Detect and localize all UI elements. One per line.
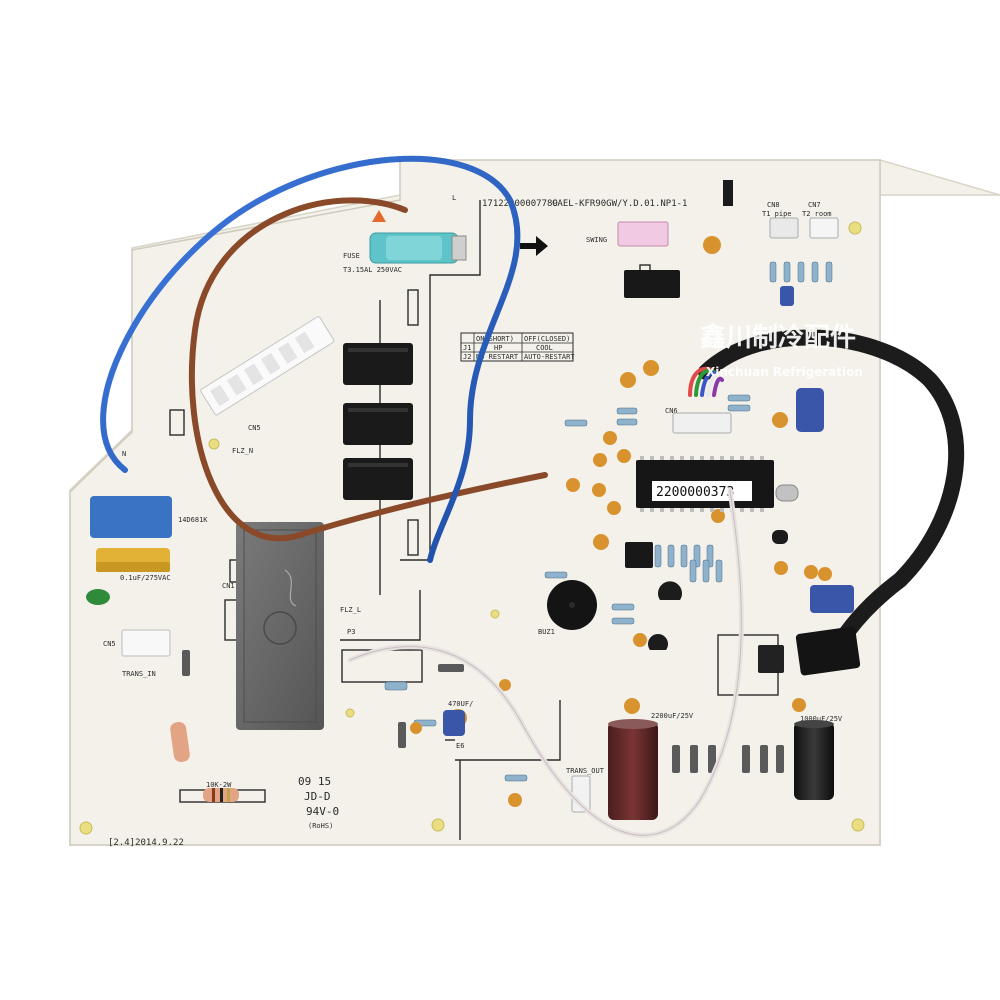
fuse (369, 210, 467, 264)
cn1-label: CN1 (222, 582, 235, 590)
flz-l-label: FLZ_L (340, 606, 361, 614)
jumper-j2: J2 (463, 353, 471, 361)
jumper-header-on: ON(SHORT) (476, 335, 514, 343)
p3-label: P3 (347, 628, 355, 636)
microcontroller: 2200000373 (636, 456, 774, 512)
buzzer-label: BUZ1 (538, 628, 555, 636)
cn6-label: CN6 (665, 407, 678, 415)
black-cable-connector (795, 626, 861, 676)
electrolytic-capacitors (443, 286, 854, 820)
watermark-cn: 鑫川制冷配件 (700, 322, 856, 353)
cn5-connector (200, 316, 335, 416)
cn6-connector (672, 412, 732, 434)
power-resistors (170, 721, 239, 802)
l-mark: L (452, 194, 456, 202)
barcode-label: 2200000373 (656, 485, 734, 500)
x-capacitor-bottom (96, 562, 170, 572)
revision-date: [2.4]2014.9.22 (108, 838, 184, 848)
swing-label: SWING (586, 236, 607, 244)
trans-in-label: TRANS_IN (122, 670, 156, 678)
watermark-en: Xinchuan Refrigeration (706, 365, 863, 379)
jd-mark: JD-D (304, 790, 331, 803)
jumper-j1-on: HP (494, 344, 502, 352)
t2-room-label: T2_room (802, 210, 832, 218)
cap-2200-label: 2200uF/25V (651, 712, 694, 720)
flz-n-label: FLZ_N (232, 447, 253, 455)
fuse-label: FUSE (343, 252, 360, 260)
fuse-rating: T3.15AL 250VAC (343, 266, 402, 274)
mounting-holes (79, 221, 865, 835)
cn5-lower-label: CN5 (103, 640, 116, 648)
board-part-number: CAEL-KFR90GW/Y.D.01.NP1-1 (552, 199, 687, 209)
rohs-mark: (RoHS) (308, 822, 333, 830)
relays (343, 343, 413, 500)
small-resistors (384, 261, 833, 782)
cn8-label: CN8 (767, 201, 780, 209)
diodes-row (182, 650, 784, 773)
eeprom-ic (625, 542, 653, 568)
jumper-j1-off: COOL (536, 344, 553, 352)
e6-label: E6 (456, 742, 464, 750)
trans-out-label: TRANS_OUT (566, 767, 605, 775)
t1-pipe-connector (769, 217, 799, 239)
jumper-header-off: OFF(CLOSED) (524, 335, 570, 343)
tact-switch (723, 180, 733, 206)
blue-wire (100, 155, 521, 563)
jumper-j2-on: NO RESTART (476, 353, 519, 361)
cap-470-label: 470UF/ (448, 700, 473, 708)
transistors (648, 530, 788, 650)
transformer (236, 522, 324, 730)
ceramic-capacitors (410, 236, 832, 807)
x-cap-label: 0.1uF/275VAC (120, 574, 171, 582)
brown-wire (189, 197, 548, 542)
cn7-label: CN7 (808, 201, 821, 209)
swing-connector (617, 221, 669, 247)
t1-pipe-label: T1_pipe (762, 210, 792, 218)
regulator (758, 645, 784, 673)
arrow-mark (520, 236, 548, 256)
ul-mark: 94V-0 (306, 805, 339, 818)
cap-1000-label: 1000uF/25V (800, 715, 843, 723)
jumper-j1: J1 (463, 344, 471, 352)
ribbon-wires (688, 366, 724, 397)
driver-ic (624, 270, 680, 298)
t2-room-connector (809, 217, 839, 239)
top-serial: 17122000007789 (482, 199, 558, 209)
n-mark: N (122, 450, 126, 458)
black-cable (698, 329, 965, 668)
date-code: 09 15 (298, 775, 331, 788)
jumper-j2-off: AUTO-RESTART (524, 353, 575, 361)
jumper-table: ON(SHORT) OFF(CLOSED) J1 HP COOL J2 NO R… (460, 332, 575, 362)
varistor-label: 14D681K (178, 516, 208, 524)
crystal (775, 484, 799, 502)
varistor (90, 496, 172, 538)
trans-in-connector (121, 629, 171, 657)
cn5-label: CN5 (248, 424, 261, 432)
resistor-10k-label: 10K-2W (206, 781, 232, 789)
ptc-thermistor (86, 589, 110, 605)
